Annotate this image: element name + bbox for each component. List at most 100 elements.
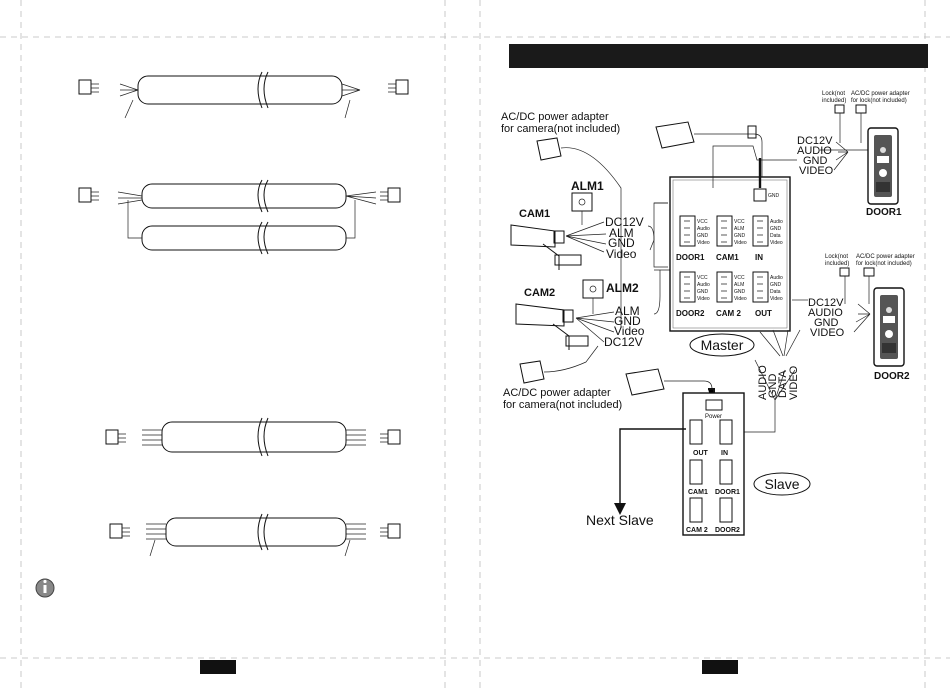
power-adapter-cam-top: [536, 137, 622, 328]
svg-text:Data: Data: [770, 289, 781, 295]
cam1-wire-dc12v: DC12V: [605, 215, 644, 229]
section-header-bar: [509, 44, 928, 68]
svg-text:CAM1: CAM1: [688, 489, 708, 496]
slave-label: Slave: [764, 476, 799, 492]
cable-2: [78, 179, 401, 255]
master-port-in: Audio GND Data Video: [752, 215, 783, 247]
lock-adapter-top-label-2: for lock(not included): [851, 98, 907, 104]
master-port-in-title: IN: [755, 253, 763, 262]
slave-unit: Power OUT IN CAM1 DOOR1 CAM 2 DOOR2: [682, 392, 745, 536]
cam1-wire-video: Video: [606, 247, 637, 261]
svg-text:Video: Video: [697, 240, 710, 246]
door1-wire-dc12v: DC12V: [797, 135, 833, 147]
master-port-gnd: [753, 188, 767, 202]
svg-text:GND: GND: [734, 233, 746, 239]
cam2-wire-dc12v: DC12V: [604, 335, 643, 349]
master-port-cam1: VCC ALM GND Video: [716, 215, 747, 247]
svg-text:DOOR1: DOOR1: [715, 489, 740, 496]
slave-port-out: [689, 419, 703, 445]
master-port-door1-title: DOOR1: [676, 253, 705, 262]
slave-wire-gnd: GND: [767, 374, 779, 399]
master-badge: Master: [689, 333, 755, 357]
master-port-cam1-title: CAM1: [716, 253, 739, 262]
svg-text:IN: IN: [721, 450, 728, 457]
next-slave-arrow-icon: [614, 503, 626, 515]
lock-bottom: [839, 267, 850, 277]
master-port-gnd-pin: GND: [768, 193, 780, 199]
next-slave-label: Next Slave: [586, 512, 654, 528]
door2-wire-dc12v: DC12V: [808, 297, 844, 309]
svg-text:ALM: ALM: [734, 282, 744, 288]
master-port-door1: VCC Audio GND Video: [679, 215, 710, 247]
slave-port-door1: [719, 459, 733, 485]
svg-text:Audio: Audio: [770, 219, 783, 225]
lock-adapter-top: [855, 104, 867, 114]
svg-text:Data: Data: [770, 233, 781, 239]
door1-wire-video: VIDEO: [799, 165, 834, 177]
lock-adapter-bottom-label-1: AC/DC power adapter: [856, 254, 915, 260]
door1-wire-gnd: GND: [803, 155, 828, 167]
cam2-camera: [515, 303, 589, 350]
adapter-cam-top-label-2: for camera(not included): [501, 123, 620, 135]
cam1-wire-gnd: GND: [608, 236, 635, 250]
master-label: Master: [701, 337, 744, 353]
svg-text:VCC: VCC: [697, 219, 708, 225]
cam2-wire-alm: ALM: [615, 304, 640, 318]
master-port-cam2-title: CAM 2: [716, 309, 741, 318]
svg-text:GND: GND: [770, 226, 782, 232]
alm1-sensor: [571, 192, 593, 212]
cam1-label: CAM1: [519, 208, 550, 220]
slave-badge: Slave: [753, 472, 811, 496]
master-port-door2-title: DOOR2: [676, 309, 705, 318]
cam2-label: CAM2: [524, 287, 555, 299]
slave-port-in: [719, 419, 733, 445]
cable-4: [109, 513, 401, 557]
slave-wire-data: DATA: [777, 370, 789, 398]
alm2-label: ALM2: [606, 281, 639, 295]
svg-text:VCC: VCC: [734, 275, 745, 281]
svg-text:ALM: ALM: [734, 226, 744, 232]
svg-text:VCC: VCC: [734, 219, 745, 225]
master-port-out: Audio GND Data Video: [752, 271, 783, 303]
adapter-cam-bottom-label-1: AC/DC power adapter: [503, 387, 611, 399]
door2-wire-video: VIDEO: [810, 327, 845, 339]
alm2-sensor: [582, 279, 604, 299]
master-port-door2: VCC Audio GND Video: [679, 271, 710, 303]
svg-text:GND: GND: [770, 282, 782, 288]
lock-top-label-2: included): [822, 98, 846, 104]
info-icon: [35, 578, 55, 598]
lock-bottom-label-2: included): [825, 261, 849, 267]
svg-text:Video: Video: [770, 296, 783, 302]
slave-wire-video: VIDEO: [788, 365, 800, 400]
page-number-right: [702, 660, 738, 674]
power-adapter-master: [655, 121, 763, 190]
svg-text:GND: GND: [734, 289, 746, 295]
cable-3: [105, 417, 401, 457]
svg-text:OUT: OUT: [693, 450, 709, 457]
door1-label: DOOR1: [866, 207, 902, 218]
door2-label: DOOR2: [874, 371, 910, 382]
slave-wire-audio: AUDIO: [757, 365, 769, 400]
adapter-cam-bottom-label-2: for camera(not included): [503, 399, 622, 411]
power-adapter-cam-bottom: [519, 345, 599, 384]
door1-station: [867, 127, 899, 205]
cam2-wire-video: Video: [614, 324, 645, 338]
slave-port-cam1: [689, 459, 703, 485]
svg-text:DOOR2: DOOR2: [715, 527, 740, 534]
cam2-wire-gnd: GND: [614, 314, 641, 328]
alm1-label: ALM1: [571, 179, 604, 193]
slave-port-cam2: [689, 497, 703, 523]
cam1-camera: [510, 224, 582, 270]
lock-adapter-top-label-1: AC/DC power adapter: [851, 91, 910, 97]
next-slave-line: [619, 428, 686, 505]
svg-text:Video: Video: [734, 296, 747, 302]
master-port-cam2: VCC ALM GND Video: [716, 271, 747, 303]
svg-text:Video: Video: [734, 240, 747, 246]
lock-top-label-1: Lock(not: [822, 91, 845, 97]
svg-text:VCC: VCC: [697, 275, 708, 281]
door2-wire-gnd: GND: [814, 317, 839, 329]
adapter-cam-top-label-1: AC/DC power adapter: [501, 111, 609, 123]
svg-text:Audio: Audio: [697, 282, 710, 288]
